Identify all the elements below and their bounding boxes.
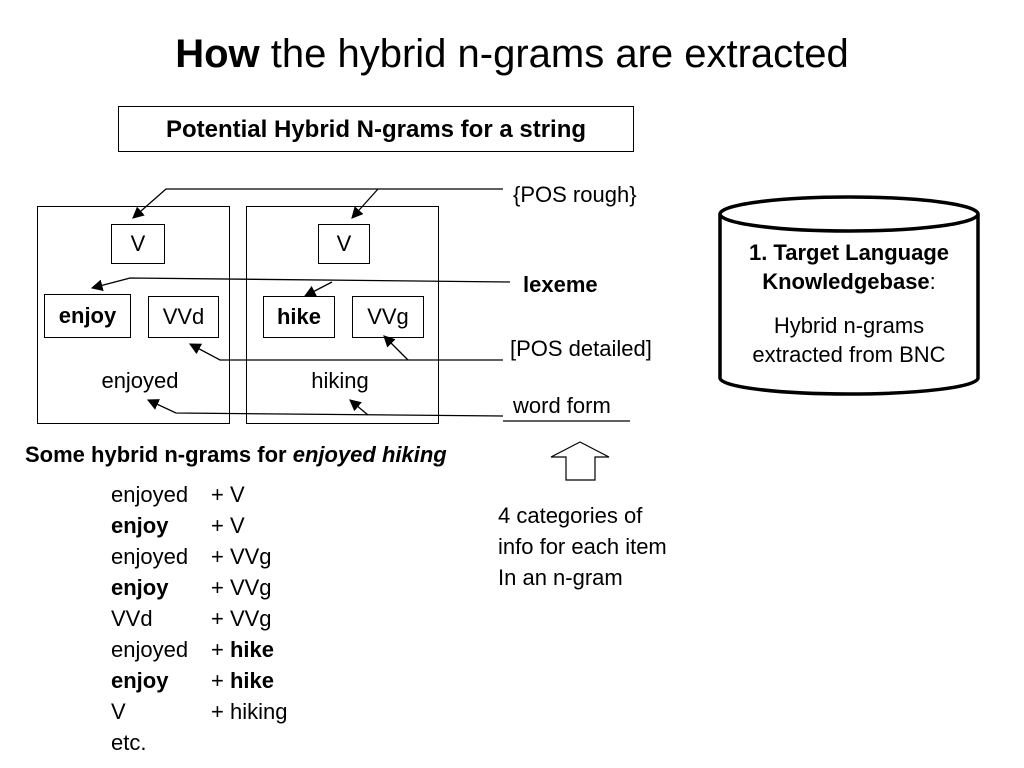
page-title: How the hybrid n-grams are extracted <box>0 28 1024 80</box>
ngram-part-b: + VVg <box>211 575 272 600</box>
categories-line2: info for each item <box>498 534 667 559</box>
kb-heading-colon: : <box>929 269 936 294</box>
arrow-lexeme-2 <box>303 281 333 297</box>
ngram-part-b: + hiking <box>211 699 288 724</box>
label-pos-detailed: [POS detailed] <box>510 336 652 361</box>
ngram-part-b: + V <box>211 513 245 538</box>
kb-desc-line2: extracted from BNC <box>752 342 946 367</box>
title-rest: the hybrid n-grams are extracted <box>259 32 849 76</box>
ngram-part-a: enjoyed <box>111 544 189 569</box>
arrow-pos-rough-2 <box>351 188 379 219</box>
categories-line1: 4 categories of <box>498 503 643 528</box>
title-bold: How <box>175 32 260 76</box>
group-hiking <box>246 206 439 424</box>
pos-rough-cell-2: V <box>318 224 370 264</box>
word-form-text-2: hiking <box>311 368 369 393</box>
subtitle-box: Potential Hybrid N-grams for a string <box>118 106 634 152</box>
label-word-form: word form <box>513 393 611 418</box>
kb-heading-line2: Knowledgebase <box>762 269 930 294</box>
arrow-word-form-1 <box>146 399 504 417</box>
ngram-part-b: + V <box>211 482 245 507</box>
label-pos-rough: {POS rough} <box>513 182 637 207</box>
categories-note: 4 categories of info for each item In an… <box>498 500 667 593</box>
ngram-part-a: enjoyed <box>111 637 189 662</box>
arrow-word-form-2 <box>349 399 369 416</box>
ngram-part-b: + hike <box>211 668 274 693</box>
ngram-part-a: enjoy <box>111 513 169 538</box>
pos-rough-cell-1: V <box>111 224 165 264</box>
ngram-part-a: VVd <box>111 606 153 631</box>
arrow-pos-detailed-2 <box>383 335 409 361</box>
kb-description: Hybrid n-grams extracted from BNC <box>724 311 974 369</box>
examples-heading-prefix: Some hybrid n-grams for <box>25 442 293 467</box>
arrow-pos-rough-1 <box>132 188 503 219</box>
word-form-text-1: enjoyed <box>101 368 179 393</box>
kb-desc-line1: Hybrid n-grams <box>773 313 925 338</box>
kb-heading-line1: 1. Target Language <box>748 240 950 265</box>
ngram-part-b: + VVg <box>211 606 272 631</box>
examples-heading: Some hybrid n-grams for enjoyed hiking <box>25 442 447 468</box>
ngram-part-a: enjoy <box>111 575 169 600</box>
kb-heading: 1. Target Language Knowledgebase: <box>724 238 974 296</box>
arrow-pos-detailed-1 <box>188 343 503 361</box>
cylinder-database-icon <box>718 195 980 396</box>
ngram-part-b: + VVg <box>211 544 272 569</box>
ngram-part-a: enjoyed <box>111 482 189 507</box>
label-lexeme: lexeme <box>523 272 598 297</box>
categories-line3: In an n-gram <box>498 565 623 590</box>
group-enjoyed <box>37 206 230 424</box>
ngram-part-a: V <box>111 699 126 724</box>
arrow-lexeme-1 <box>90 277 511 291</box>
lexeme-cell-1: enjoy <box>44 294 131 338</box>
up-arrow-icon <box>550 441 610 481</box>
examples-heading-italic: enjoyed hiking <box>292 442 447 467</box>
pos-detailed-cell-2: VVg <box>352 296 424 338</box>
lexeme-cell-2: hike <box>263 296 335 338</box>
ngram-part-b: + hike <box>211 637 274 662</box>
pos-detailed-cell-1: VVd <box>148 296 219 338</box>
ngram-part-a: enjoy <box>111 668 169 693</box>
